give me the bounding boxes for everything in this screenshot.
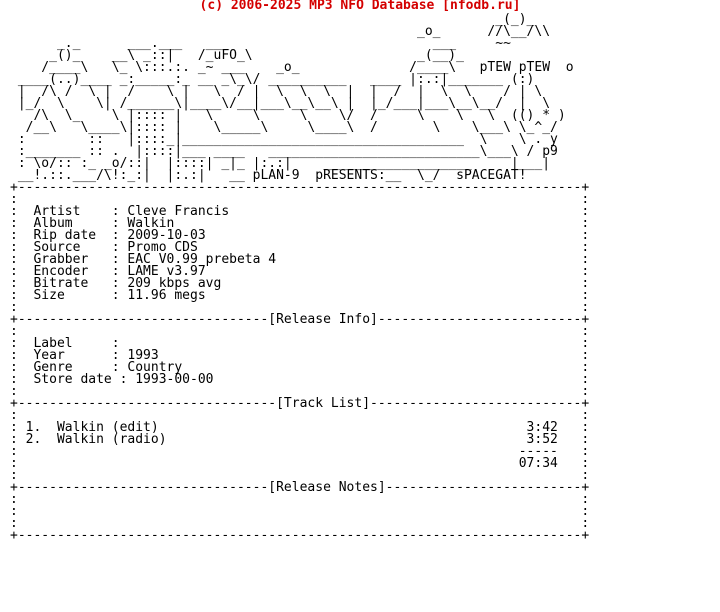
copyright-header: (c) 2006-2025 MP3 NFO Database [nfodb.ru… xyxy=(199,0,521,13)
nfo-text-body: _(_)_ _o_ //\__/\\ _._ ___.___ ___ ___ ~… xyxy=(10,12,590,543)
